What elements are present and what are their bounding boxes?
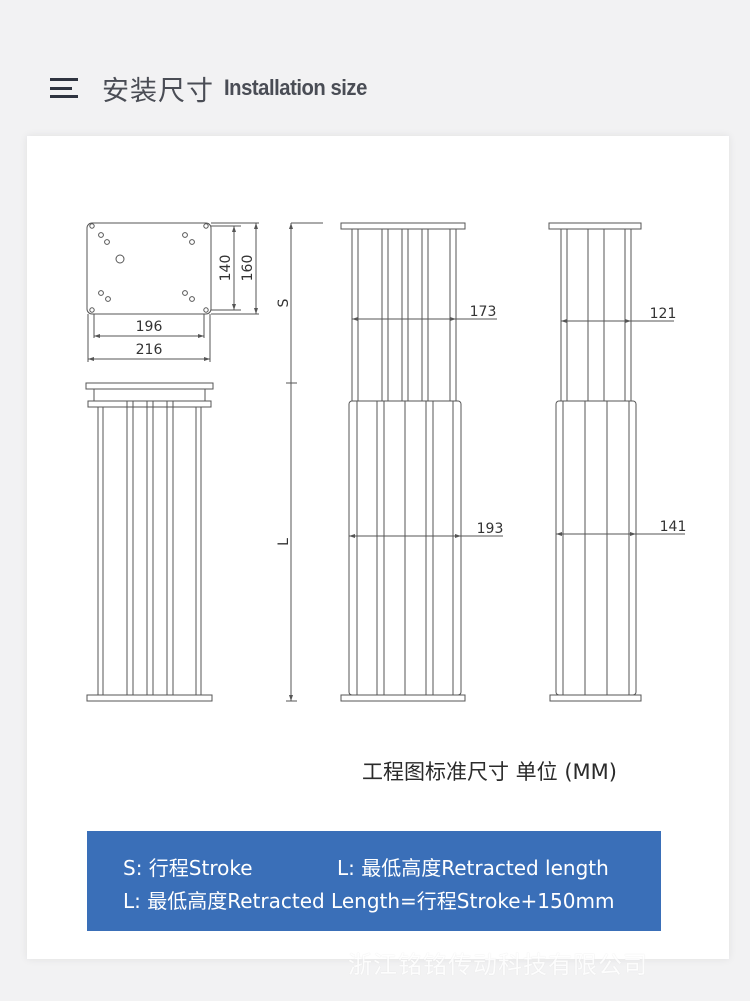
actuator-front-view [340, 222, 503, 702]
profile-upper-width: 121 [650, 306, 677, 322]
front-upper-width: 173 [470, 304, 497, 320]
mounting-plate [86, 222, 259, 362]
front-lower-width: 193 [477, 521, 504, 537]
drawing-card: 196 216 140 160 S L 173 193 121 141 [27, 136, 729, 959]
hamburger-icon [50, 78, 78, 98]
section-title-cn: 安装尺寸 [102, 75, 214, 107]
plate-height-outer: 160 [240, 255, 256, 282]
length-label: L [276, 538, 292, 546]
plate-width-outer: 216 [136, 342, 163, 358]
plate-width-inner: 196 [136, 319, 163, 335]
actuator-profile-view [548, 222, 685, 702]
actuator-side-view [85, 222, 323, 702]
section-header: 安装尺寸 Installation size [50, 66, 379, 110]
profile-lower-width: 141 [660, 519, 687, 535]
formula-note: L: 最低高度Retracted Length=行程Stroke+150mm [123, 889, 615, 913]
drawing-caption: 工程图标准尺寸 单位 (MM) [362, 760, 617, 784]
company-watermark: 浙江铭铭传动科技有限公司 [348, 951, 648, 979]
engineering-drawing: 196 216 140 160 S L 173 193 121 141 [85, 222, 687, 702]
section-title-en: Installation size [224, 75, 367, 100]
plate-height-inner: 140 [218, 255, 234, 282]
stroke-label: S [276, 298, 292, 307]
stroke-note: S: 行程Stroke [123, 856, 253, 880]
stroke-note-box: S: 行程Stroke L: 最低高度Retracted length L: 最… [87, 831, 661, 931]
retracted-note: L: 最低高度Retracted length [337, 856, 609, 880]
